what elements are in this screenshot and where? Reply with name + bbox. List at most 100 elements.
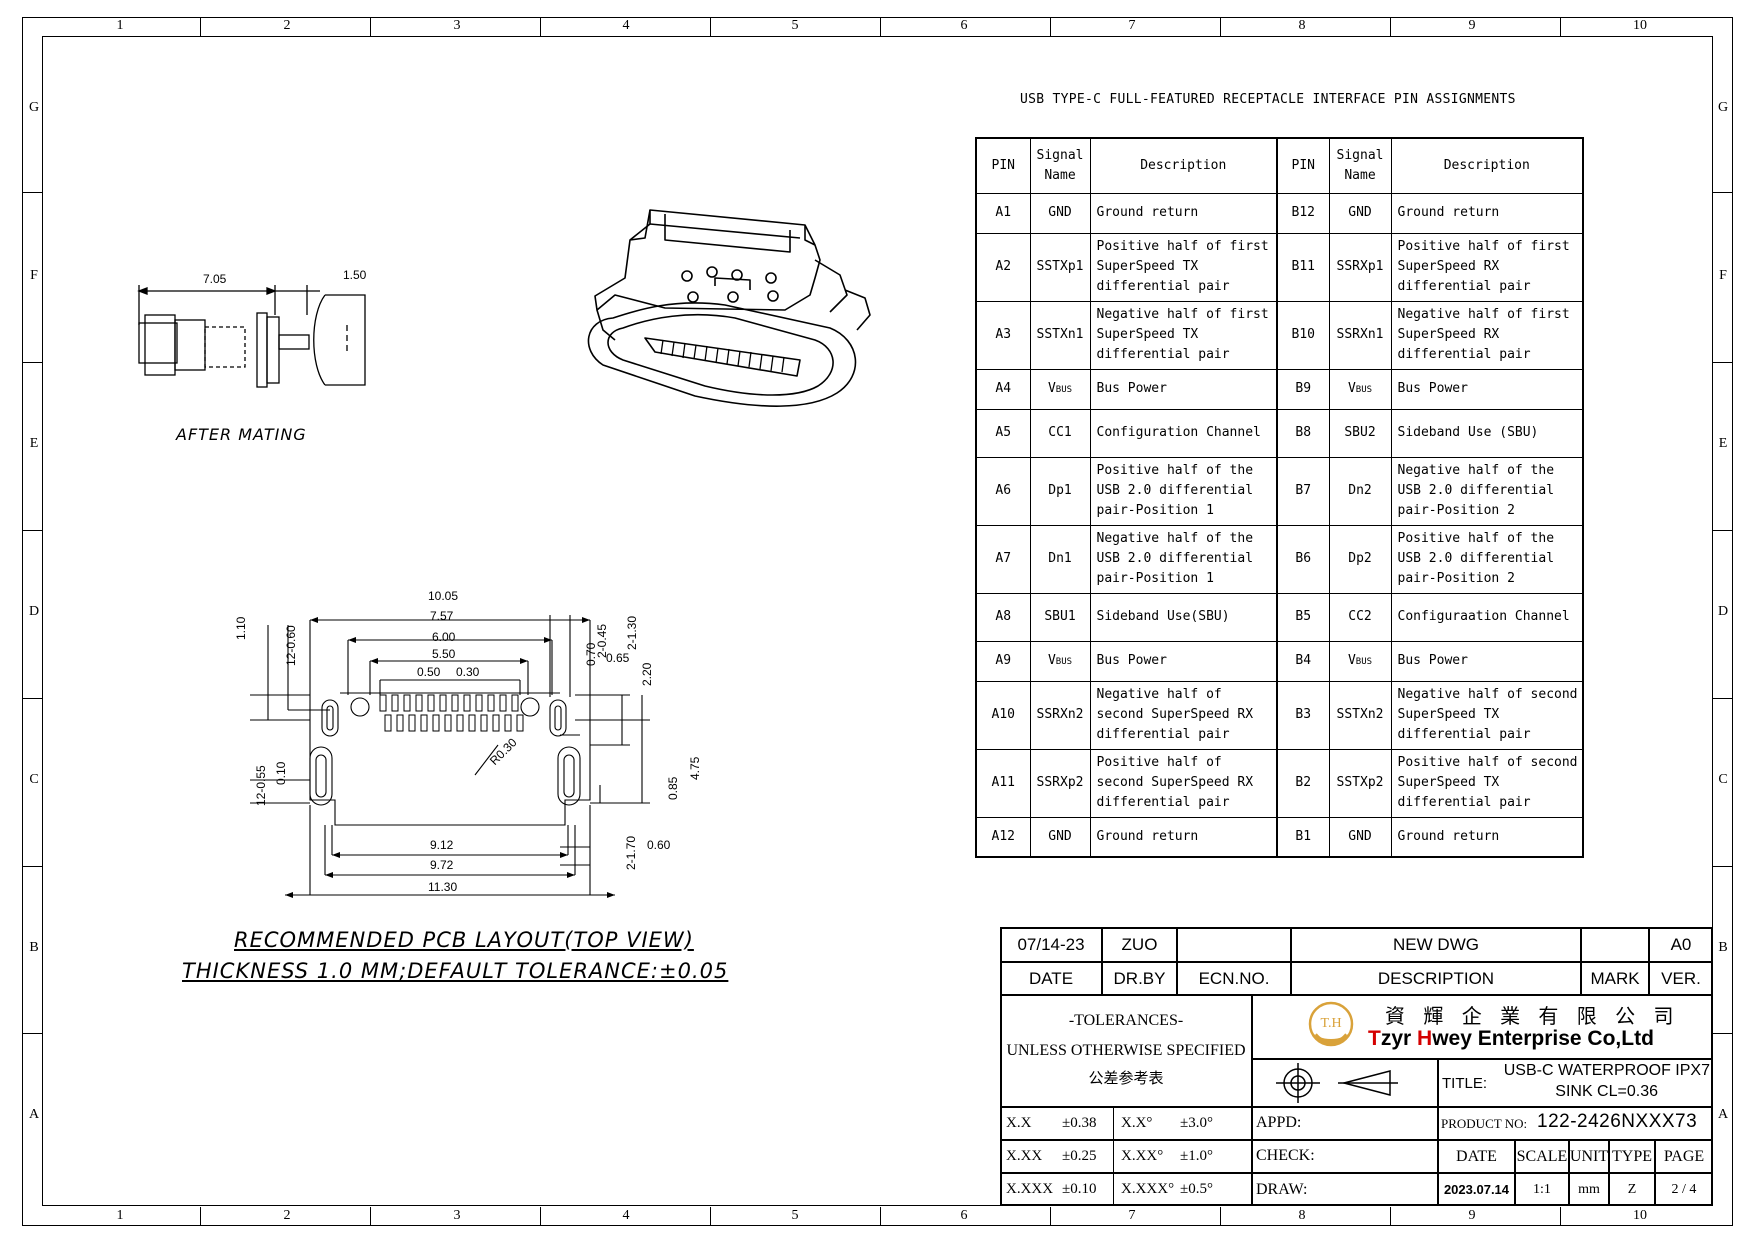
dim-0-10: 0.10 [274,761,288,785]
zone-tick-top [1050,17,1051,36]
zone-tick-top [710,17,711,36]
signal-pad-bottom [444,714,452,732]
tolerance-format: X.XX [1006,1148,1043,1164]
tolerance-format: X.X [1006,1115,1032,1131]
zone-tick-top [880,17,881,36]
signal-pad-top [379,694,387,712]
zone-letter-right: B [1718,940,1728,955]
hdr-mark: MARK [1581,962,1649,995]
zone-number-bottom: 7 [1128,1208,1136,1223]
zone-tick-top [540,17,541,36]
description-cell: Ground return [1390,192,1584,234]
product-no-cell [1438,1107,1713,1140]
signal-cell: VBUS [1328,368,1392,410]
mating-dim-a-label: 7.05 [203,272,227,286]
zone-tick-right [1713,192,1733,193]
tolerance-block [1000,995,1252,1107]
zone-number-bottom: 10 [1633,1208,1647,1223]
tolerance-format: X.XX° [1121,1148,1164,1164]
zone-number-bottom: 4 [622,1208,630,1223]
description-cell: Bus Power [1390,640,1584,682]
signal-cell: SSRXp1 [1328,232,1392,302]
pin-cell: A8 [975,592,1031,642]
pin-cell: A6 [975,456,1031,526]
signal-cell: SSTXp1 [1029,232,1091,302]
pin-cell: B4 [1276,640,1330,682]
zone-number-top: 2 [283,18,291,33]
val-type: Z [1609,1173,1655,1206]
third-angle-projection-icon [1276,1063,1398,1103]
tolerance-format: X.XXX° [1121,1181,1175,1197]
signal-cell: SBU2 [1328,408,1392,458]
signal-cell: Dn2 [1328,456,1392,526]
dim-2-1-70: 2-1.70 [624,835,638,870]
pin-table-header: PIN [975,137,1031,194]
pin-cell: A12 [975,816,1031,858]
rev-date: 07/14-23 [1000,927,1102,962]
title-line2: SINK CL=0.36 [1555,1083,1658,1100]
zone-tick-top [1220,17,1221,36]
signal-cell: SSTXn1 [1029,300,1091,370]
zone-number-bottom: 9 [1468,1208,1476,1223]
drawing-title-block [1438,1059,1713,1107]
pin-cell: A7 [975,524,1031,594]
tolerance-format: X.X° [1121,1115,1153,1131]
signal-pad-bottom [492,714,500,732]
company-en-t: T [1368,1027,1381,1050]
description-cell: Ground return [1089,192,1278,234]
dim-12-0-60: 12-0.60 [284,625,298,666]
zone-number-top: 7 [1128,18,1136,33]
zone-letter-right: D [1717,604,1729,619]
zone-tick-top [370,17,371,36]
description-cell: Negative half of second SuperSpeed TX di… [1390,680,1584,750]
dim-0-50: 0.50 [417,665,441,679]
check-cell [1252,1140,1438,1173]
tolerance-divider [1113,1140,1114,1173]
signal-pad-top [391,694,399,712]
signal-pad-bottom [468,714,476,732]
signal-cell: GND [1328,192,1392,234]
signal-cell: Dp1 [1029,456,1091,526]
signal-cell: CC1 [1029,408,1091,458]
rev-ecn [1177,927,1291,962]
pin-table-title: USB TYPE-C FULL-FEATURED RECEPTACLE INTE… [1020,92,1516,107]
pin-table-header: Signal Name [1029,137,1091,194]
pin-cell: B9 [1276,368,1330,410]
product-no-label: PRODUCT NO: [1441,1116,1528,1131]
zone-letter-left: C [29,772,39,787]
signal-pad-bottom [384,714,392,732]
pin-cell: B10 [1276,300,1330,370]
signal-pad-bottom [504,714,512,732]
val-scale: 1:1 [1515,1173,1569,1206]
signal-pad-top [427,694,435,712]
description-cell: Bus Power [1089,368,1278,410]
pcb-caption-line1: RECOMMENDED PCB LAYOUT(TOP VIEW) [234,928,694,952]
product-no-value: 122-2426NXXX73 [1537,1111,1698,1132]
description-cell: Configuraation Channel [1390,592,1584,642]
company-logo: T.H [1308,1001,1354,1047]
tolerance-row [1000,1107,1252,1140]
dim-12-0-55: 12-0.55 [254,765,268,806]
tolerance-divider [1113,1107,1114,1140]
description-cell: Negative half of the USB 2.0 differentia… [1089,524,1278,594]
company-en-zyr: zyr [1380,1027,1418,1050]
zone-tick-bottom [540,1207,541,1226]
description-cell: Ground return [1390,816,1584,858]
zone-tick-bottom [710,1207,711,1226]
zone-number-bottom: 6 [960,1208,968,1223]
appd-label: APPD: [1256,1114,1302,1131]
zone-tick-bottom [200,1207,201,1226]
tolerance-value: ±0.25 [1062,1148,1097,1164]
rev-ver: A0 [1649,927,1713,962]
tolerance-row [1000,1173,1252,1206]
pin-cell: A9 [975,640,1031,682]
pcb-layout-drawing [250,615,650,898]
zone-tick-left [22,362,42,363]
pin-cell: B6 [1276,524,1330,594]
signal-pad-top [415,694,423,712]
zone-tick-right [1713,530,1733,531]
signal-pad-top [451,694,459,712]
zone-number-top: 10 [1633,18,1647,33]
